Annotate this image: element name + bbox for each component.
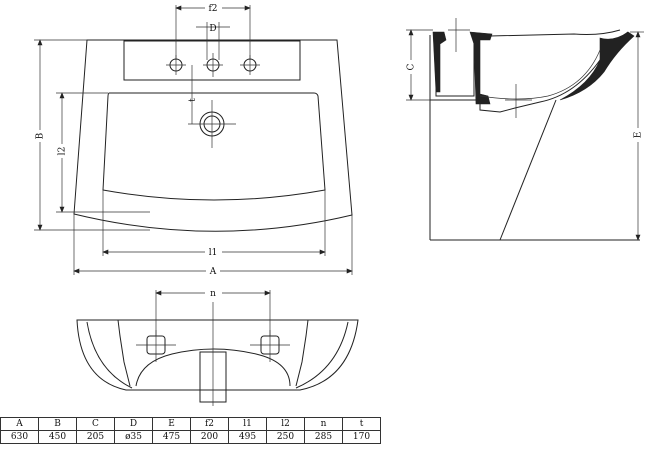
dim-b: B — [34, 39, 150, 231]
table-cell: 170 — [342, 430, 381, 444]
table-header-cell: l1 — [228, 417, 267, 431]
table-cell: ø35 — [114, 430, 153, 444]
dim-e: E — [630, 31, 644, 241]
drain-hole — [188, 100, 236, 148]
label-f2: f2 — [208, 4, 217, 14]
table-cell: 450 — [38, 430, 77, 444]
table-header-cell: B — [38, 417, 77, 431]
dimension-table: A B C D E f2 l1 l2 n t 630 450 205 ø35 4… — [0, 417, 381, 444]
dim-d: D — [196, 22, 230, 60]
table-header-cell: t — [342, 417, 381, 431]
label-t: t — [188, 98, 198, 102]
label-l2: l2 — [58, 147, 68, 156]
table-header-cell: E — [152, 417, 191, 431]
dim-t: t — [188, 65, 198, 124]
label-d: D — [209, 24, 216, 34]
table-header-cell: l2 — [266, 417, 305, 431]
dim-n: n — [155, 289, 271, 336]
label-a: A — [209, 267, 217, 277]
table-header-cell: f2 — [190, 417, 229, 431]
tap-hole-center — [203, 53, 223, 77]
basin-bottom-view — [76, 302, 359, 406]
table-cell: 205 — [76, 430, 115, 444]
label-e: E — [634, 132, 644, 139]
label-l1: l1 — [209, 248, 218, 258]
label-b: B — [36, 132, 46, 139]
label-c: C — [407, 63, 417, 70]
table-cell: 475 — [152, 430, 191, 444]
table-header-cell: D — [114, 417, 153, 431]
table-cell: 630 — [0, 430, 39, 444]
table-header-cell: n — [304, 417, 343, 431]
dim-l1: l1 — [102, 190, 326, 258]
basin-side-section — [429, 18, 640, 241]
table-cell: 495 — [228, 430, 267, 444]
table-header-cell: A — [0, 417, 39, 431]
dim-f2: f2 — [175, 4, 251, 60]
table-header-cell: C — [76, 417, 115, 431]
dim-c: C — [406, 29, 433, 101]
label-n: n — [210, 289, 216, 299]
table-cell: 285 — [304, 430, 343, 444]
dim-a: A — [73, 214, 353, 277]
basin-top-view — [73, 39, 353, 232]
table-cell: 250 — [266, 430, 305, 444]
table-row: 630 450 205 ø35 475 200 495 250 285 170 — [0, 430, 381, 444]
table-cell: 200 — [190, 430, 229, 444]
table-header-row: A B C D E f2 l1 l2 n t — [0, 417, 381, 431]
